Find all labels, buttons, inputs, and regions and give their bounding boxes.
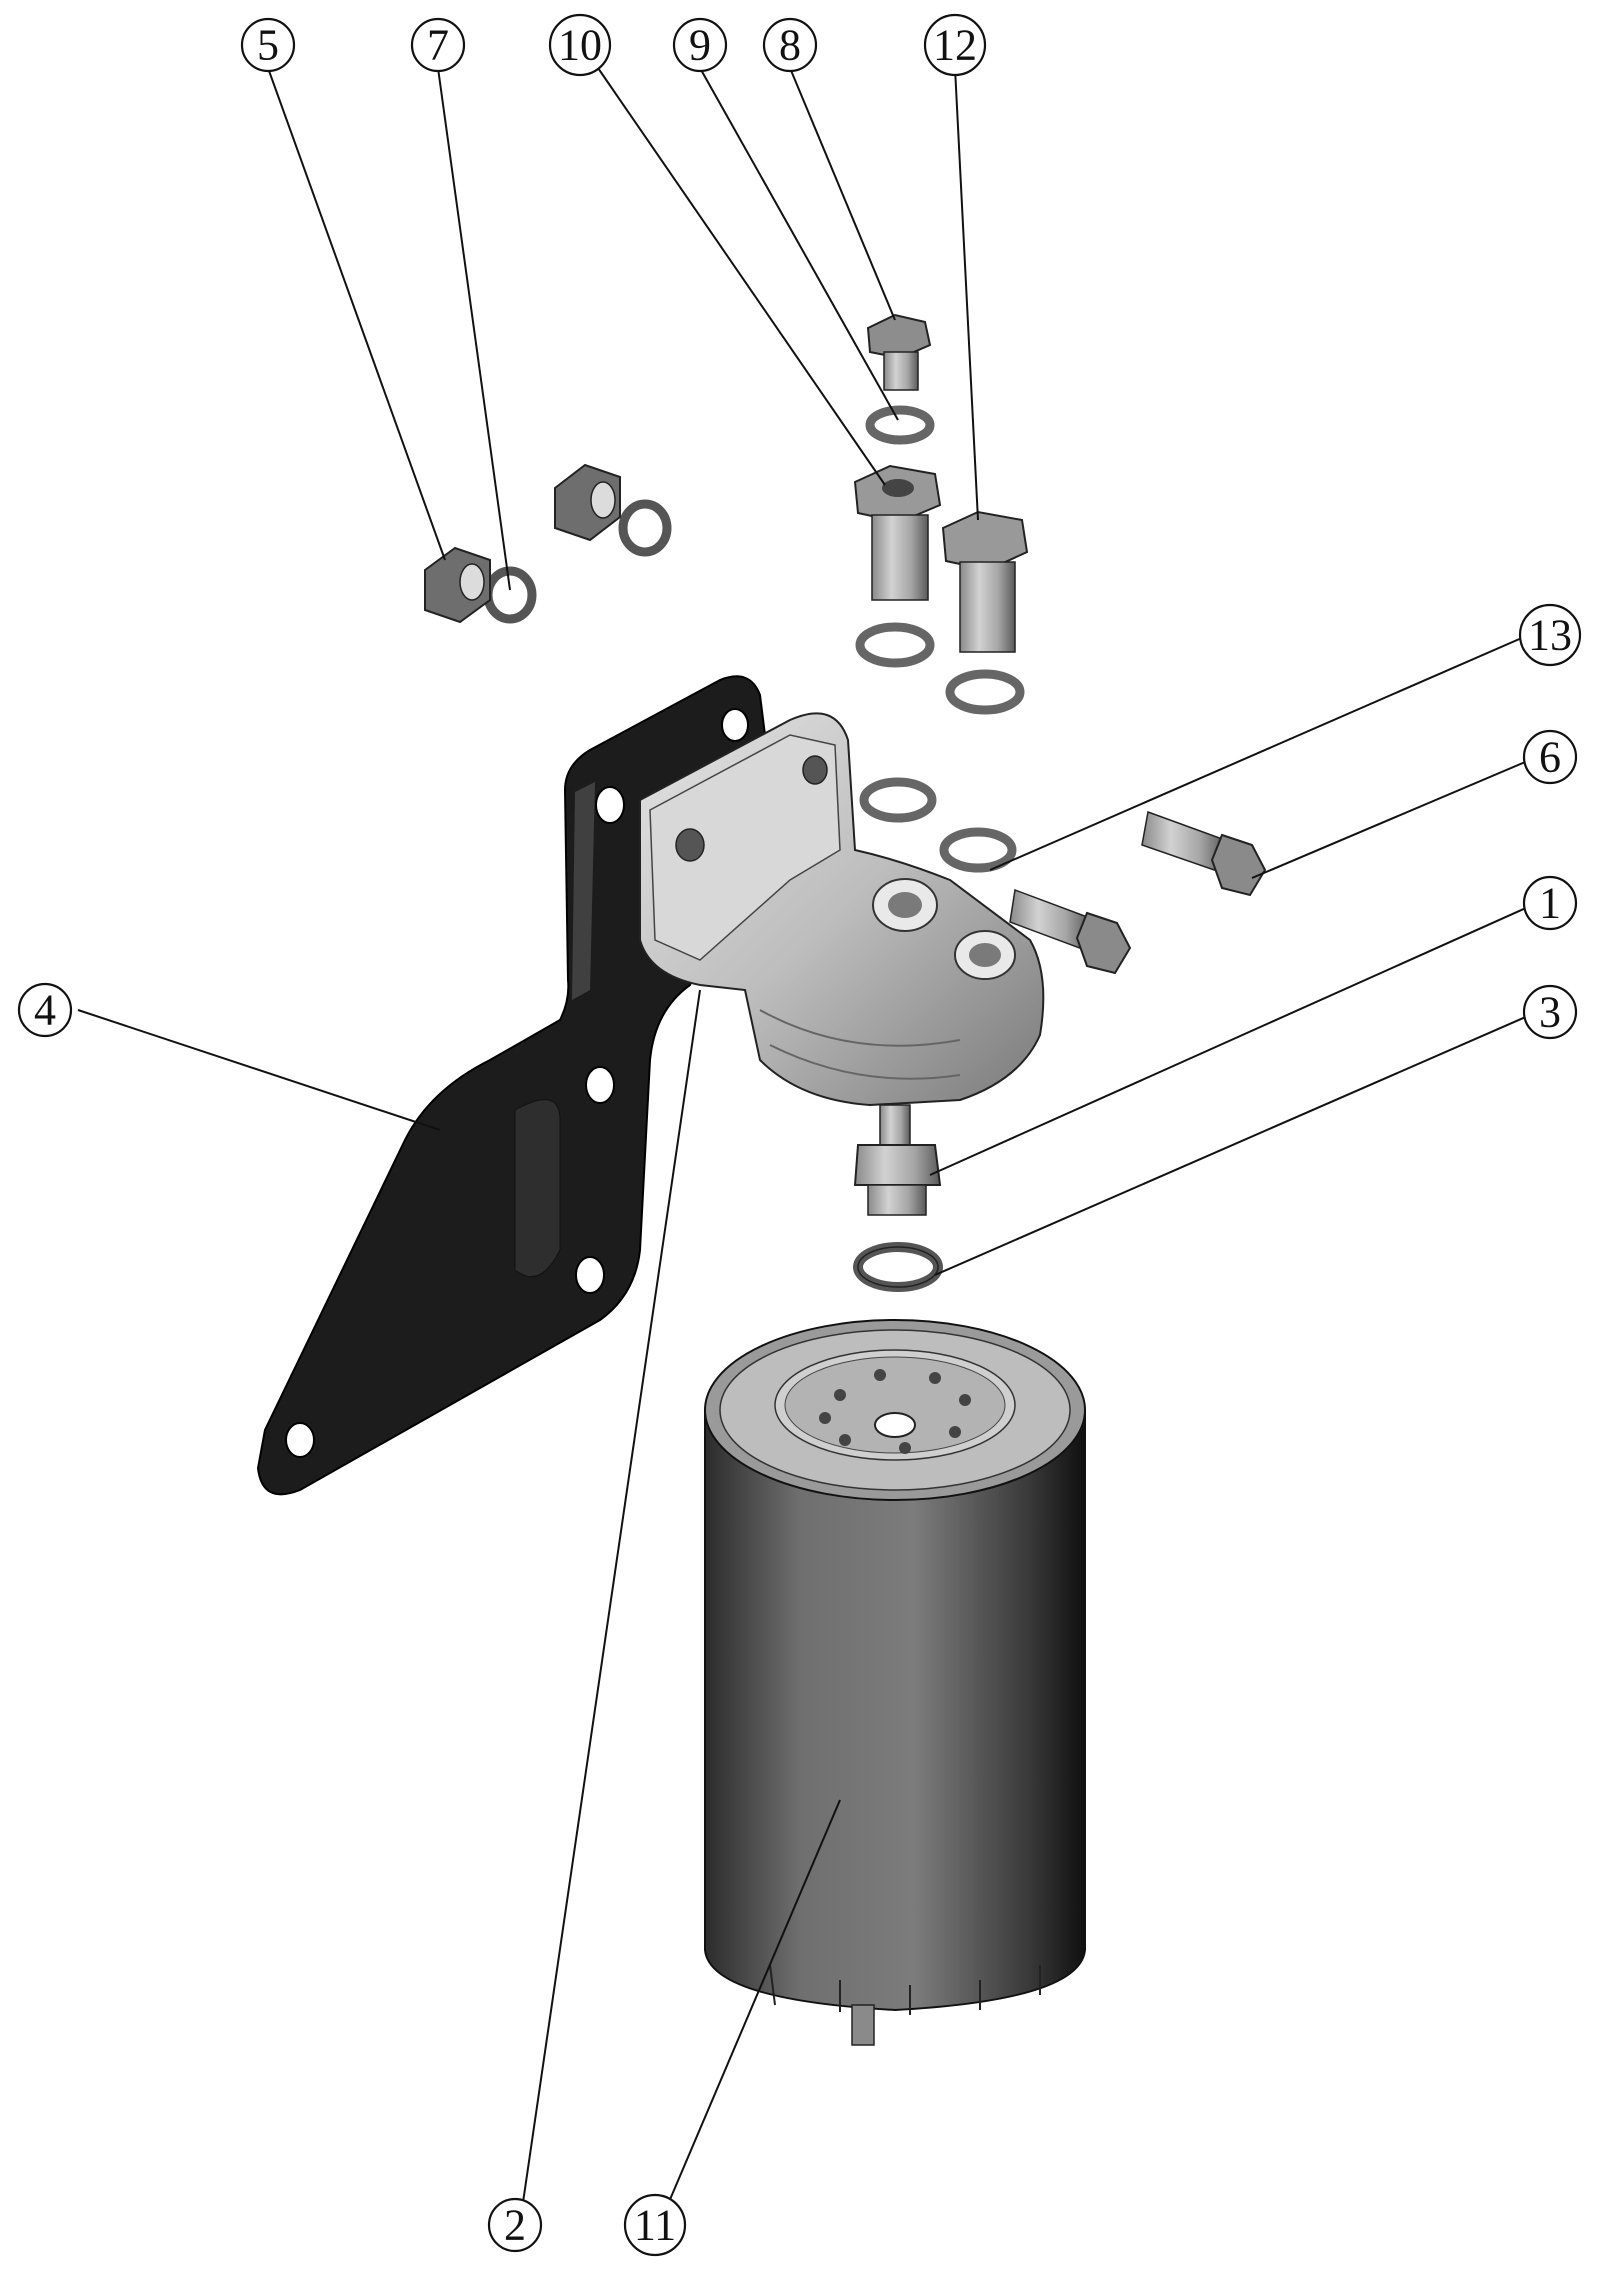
callout-4-label: 4 — [34, 986, 56, 1035]
callout-6: 6 — [1522, 729, 1578, 785]
callout-2: 2 — [487, 2197, 543, 2253]
callout-8: 8 — [762, 17, 818, 73]
callout-5: 5 — [240, 17, 296, 73]
callout-1-label: 1 — [1539, 879, 1561, 928]
callout-8-label: 8 — [779, 21, 801, 70]
callout-13: 13 — [1518, 603, 1582, 667]
callout-13-label: 13 — [1528, 611, 1572, 660]
callout-5-label: 5 — [257, 21, 279, 70]
callout-11-label: 11 — [634, 2201, 676, 2250]
callout-11: 11 — [623, 2193, 687, 2257]
filter-head-housing — [639, 712, 1045, 1107]
callout-12-label: 12 — [933, 21, 977, 70]
callout-12: 12 — [923, 13, 987, 77]
threaded-adapter — [853, 1104, 942, 1216]
filter-canister — [704, 1319, 1086, 2046]
leader-lines — [77, 67, 1541, 2224]
callout-10-label: 10 — [558, 21, 602, 70]
callout-2-label: 2 — [504, 2201, 526, 2250]
callout-10: 10 — [548, 13, 612, 77]
callout-1: 1 — [1522, 875, 1578, 931]
callout-7-label: 7 — [427, 21, 449, 70]
callout-7: 7 — [410, 17, 466, 73]
callout-9-label: 9 — [689, 21, 711, 70]
hex-nuts — [424, 463, 621, 624]
callout-3-label: 3 — [1539, 988, 1561, 1037]
mounting-bracket — [256, 675, 767, 1496]
hex-bolts — [1009, 810, 1267, 975]
banjo-bolts — [853, 313, 1029, 653]
washers — [483, 405, 1025, 1292]
callout-4: 4 — [17, 982, 73, 1038]
callout-9: 9 — [672, 17, 728, 73]
callout-3: 3 — [1522, 984, 1578, 1040]
callout-6-label: 6 — [1539, 733, 1561, 782]
